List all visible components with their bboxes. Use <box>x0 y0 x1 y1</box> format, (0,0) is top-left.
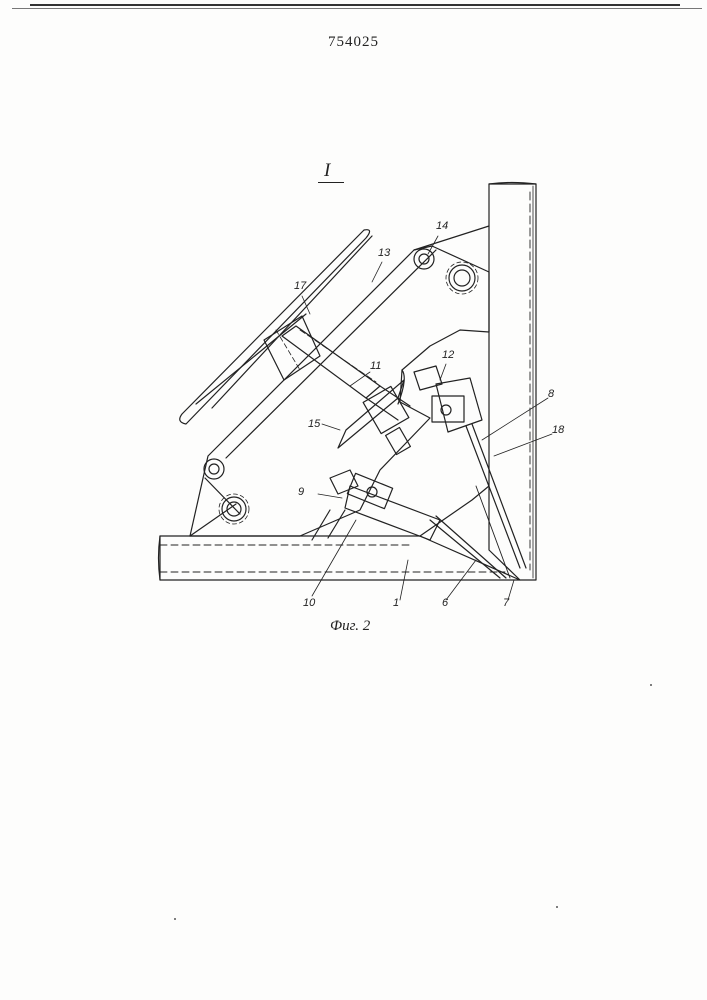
vertical-post <box>489 183 536 581</box>
callout-13: 13 <box>378 247 390 259</box>
bracket-12 <box>414 366 482 432</box>
scan-speck <box>650 684 652 686</box>
corner-gusset <box>420 424 526 578</box>
callout-1: 1 <box>393 597 399 609</box>
scan-speck <box>174 918 176 920</box>
handle-lever <box>180 230 372 424</box>
main-plate <box>190 226 489 536</box>
callout-9: 9 <box>298 486 304 498</box>
figure-caption: Фиг. 2 <box>330 618 370 635</box>
callout-14: 14 <box>436 220 448 232</box>
callout-12: 12 <box>442 349 454 361</box>
screw-rod <box>282 326 410 455</box>
callout-17: 17 <box>294 280 306 292</box>
callout-11: 11 <box>370 360 381 372</box>
callout-10: 10 <box>303 597 315 609</box>
callout-6: 6 <box>442 597 448 609</box>
bracket-9 <box>312 470 440 540</box>
callout-8: 8 <box>548 388 554 400</box>
scan-speck <box>556 906 558 908</box>
callout-15: 15 <box>308 418 320 430</box>
callout-18: 18 <box>552 424 564 436</box>
pointer-15 <box>338 380 404 448</box>
callout-7: 7 <box>503 597 509 609</box>
